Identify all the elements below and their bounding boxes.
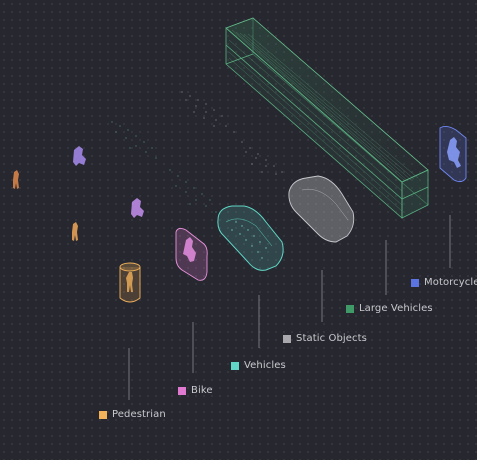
static-object-bounding-box	[288, 175, 355, 243]
vehicle-bounding-box	[217, 205, 284, 271]
point-cloud-patches	[181, 91, 283, 175]
legend-swatch-pedestrian	[99, 410, 107, 419]
vehicle-points	[231, 221, 267, 259]
legend-label-bike: Bike	[191, 385, 213, 396]
legend-item-motorcycle: Motorcycle	[411, 277, 477, 288]
point-patch-1	[181, 91, 235, 133]
legend-item-vehicles: Vehicles	[231, 360, 286, 371]
legend-swatch-bike	[178, 386, 186, 395]
legend-swatch-motorcycle	[411, 278, 419, 287]
legend-label-pedestrian: Pedestrian	[112, 409, 166, 420]
cyclist-figure-1	[73, 146, 86, 166]
legend-item-bike: Bike	[178, 385, 213, 396]
legend-label-vehicles: Vehicles	[244, 360, 286, 371]
point-patch-4	[169, 169, 217, 213]
small-figures	[13, 146, 144, 241]
large-vehicle-points	[228, 29, 419, 212]
motorcycle-bounding-box	[439, 125, 467, 183]
legend-item-pedestrian: Pedestrian	[99, 409, 166, 420]
legend-item-static-objects: Static Objects	[283, 333, 367, 344]
large-vehicle-bounding-box	[225, 17, 429, 219]
legend-swatch-large-vehicles	[346, 304, 354, 313]
point-cloud-patches-teal	[111, 121, 217, 213]
legend-label-motorcycle: Motorcycle	[424, 277, 477, 288]
legend-label-static-objects: Static Objects	[296, 333, 367, 344]
pedestrian-figure-2	[72, 222, 78, 241]
cyclist-figure-2	[131, 198, 144, 218]
legend-item-large-vehicles: Large Vehicles	[346, 303, 433, 314]
legend-label-large-vehicles: Large Vehicles	[359, 303, 433, 314]
legend-swatch-vehicles	[231, 361, 239, 370]
pedestrian-figure-1	[13, 170, 19, 189]
leader-lines	[128, 215, 451, 400]
pedestrian-bounding-box	[119, 262, 141, 303]
bike-bounding-box	[175, 227, 208, 281]
point-patch-2	[241, 141, 283, 175]
legend-swatch-static-objects	[283, 334, 291, 343]
point-patch-3	[111, 121, 157, 159]
